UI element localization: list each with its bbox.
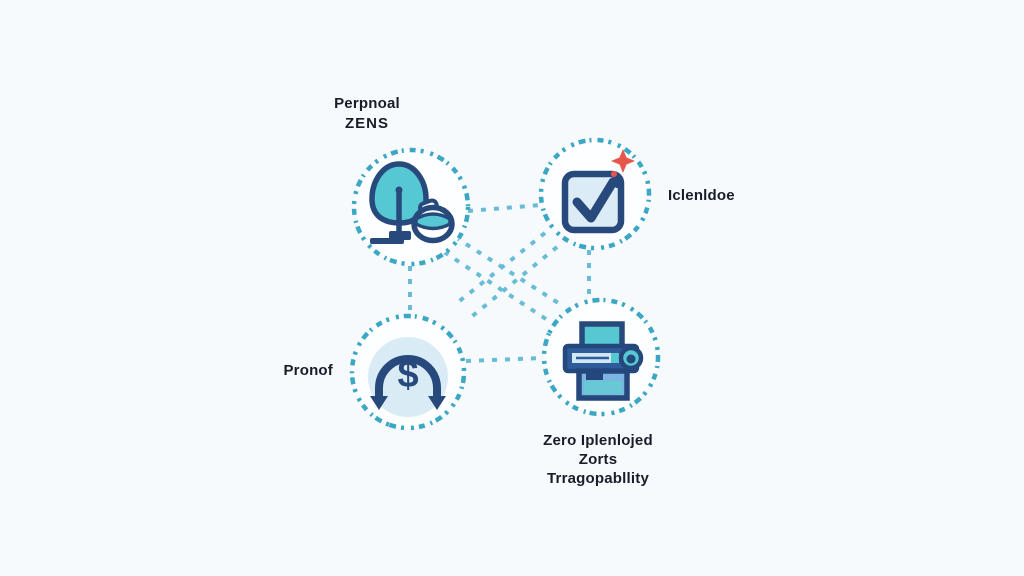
tree-base-lower bbox=[370, 238, 404, 244]
connector-diagonal-downright-2 bbox=[442, 250, 551, 323]
label-bottom-line1: Zero Iplenlojed bbox=[543, 432, 653, 449]
label-zero-traceability: Zero Iplenlojed Zorts Trragopabllity bbox=[488, 431, 708, 488]
arc-arrow bbox=[375, 355, 441, 398]
label-pronof: Pronof bbox=[233, 361, 333, 381]
pot-band bbox=[414, 212, 452, 231]
printer-dial-center bbox=[626, 354, 636, 364]
printer-receipt-icon bbox=[562, 321, 644, 401]
label-top-line1: Perpnoal bbox=[334, 95, 400, 112]
label-bottom-line2: Zorts bbox=[578, 451, 618, 468]
arrow-left-down bbox=[370, 396, 388, 410]
checkmark bbox=[572, 177, 618, 223]
checkbox-spark-icon bbox=[561, 149, 635, 234]
label-top-line2: ZENS bbox=[344, 115, 389, 132]
dollar-arrows-icon: $ bbox=[368, 337, 448, 417]
connector-bottom-horizontal bbox=[465, 356, 544, 363]
connector-diagonal-downleft-1 bbox=[455, 231, 547, 305]
tree-and-pot-icon bbox=[369, 161, 455, 244]
label-right-text: Iclenldoe bbox=[668, 187, 735, 204]
red-sparkle-icon bbox=[611, 149, 635, 173]
tree-base-upper bbox=[389, 231, 411, 240]
dollar-disc bbox=[368, 337, 448, 417]
connector-diagonal-downright-1 bbox=[453, 235, 565, 308]
connector-diagonal-downleft-2 bbox=[468, 245, 559, 320]
connector-top-horizontal bbox=[467, 203, 542, 213]
connector-lines bbox=[408, 203, 591, 363]
arrow-right-down bbox=[428, 396, 446, 410]
label-left-text: Pronof bbox=[283, 362, 333, 379]
dollar-symbol: $ bbox=[397, 354, 418, 396]
label-personal-zens: Perpnoal ZENS bbox=[277, 94, 457, 134]
printer-output-label bbox=[586, 373, 603, 380]
label-iclenldoe: Iclenldoe bbox=[668, 186, 818, 206]
label-bottom-line3: Trragopabllity bbox=[547, 470, 649, 487]
red-sparkle-dot bbox=[611, 171, 617, 177]
check-tick-mark bbox=[613, 176, 619, 188]
printer-output-inner bbox=[584, 381, 622, 394]
pot bbox=[411, 198, 455, 244]
printer-slot-cap bbox=[611, 353, 619, 363]
